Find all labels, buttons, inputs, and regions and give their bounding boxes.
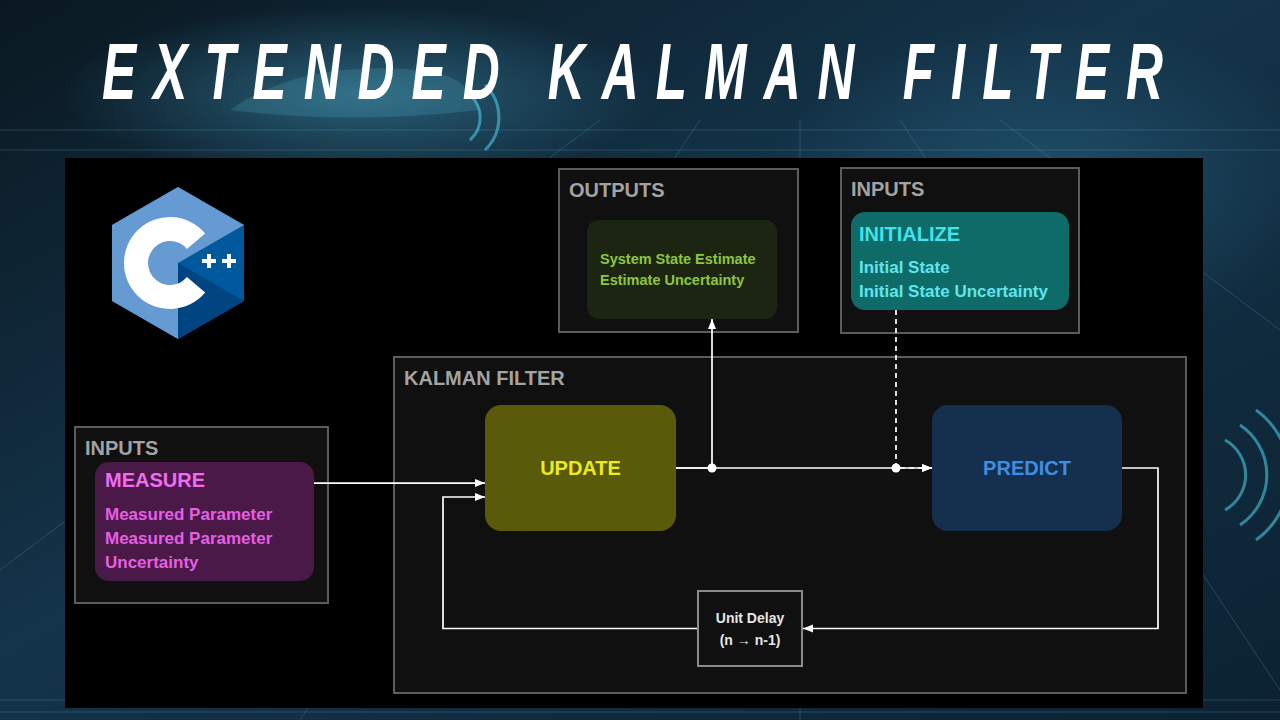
junction-dot xyxy=(892,464,901,473)
flow-arrow xyxy=(314,482,485,484)
node-text: Estimate Uncertainty xyxy=(600,270,744,291)
node-heading: INPUTS xyxy=(85,436,158,460)
logo-letter-shape xyxy=(124,217,205,309)
node-heading: INITIALIZE xyxy=(859,221,960,247)
node-heading: PREDICT xyxy=(983,455,1071,481)
flow-arrow xyxy=(803,468,1158,629)
node-heading: INPUTS xyxy=(851,177,924,201)
input-group: INPUTS INITIALIZE Initial StateInitial Sta… xyxy=(840,167,1080,334)
node-heading: UPDATE xyxy=(540,455,621,481)
input-group: INPUTS MEASURE Measured ParameterMeasured … xyxy=(74,426,329,604)
predict-box: PREDICT xyxy=(932,405,1122,531)
flow-arrow xyxy=(676,319,712,468)
logo-hexagon xyxy=(112,187,244,339)
flow-arrow xyxy=(896,310,932,468)
output-group: OUTPUTS System State EstimateEstimate Unc… xyxy=(558,168,799,333)
filter-group: KALMAN FILTER UPDATE PREDICT Unit Delay (n … xyxy=(393,356,1187,694)
junction-dot xyxy=(708,464,717,473)
logo-face xyxy=(112,187,244,339)
delay-block: Unit Delay (n → n-1) xyxy=(697,590,803,667)
flow-arrow xyxy=(443,497,697,629)
node-heading: System State Estimate xyxy=(600,249,756,270)
flow-arrow xyxy=(676,467,932,469)
node-heading: KALMAN FILTER xyxy=(404,366,565,390)
node-heading: MEASURE xyxy=(105,467,205,493)
node-heading: Unit Delay (n → n-1) xyxy=(709,607,791,651)
update-box: UPDATE xyxy=(485,405,676,531)
node-text: Initial State Uncertainty xyxy=(859,280,1048,304)
measure-box: MEASURE Measured ParameterMeasured Parame… xyxy=(95,462,314,581)
node-text: Measured Parameter Uncertainty xyxy=(105,527,304,575)
diagram-title: EXTENDED KALMAN FILTER xyxy=(102,32,1180,112)
background-grid xyxy=(0,120,1280,720)
node-text: Measured Parameter xyxy=(105,503,272,527)
logo-plus-signs xyxy=(202,254,236,268)
node-text: Initial State xyxy=(859,256,950,280)
initialize-box: INITIALIZE Initial StateInitial State Unc… xyxy=(851,212,1069,310)
output-box: System State EstimateEstimate Uncertaint… xyxy=(587,220,777,319)
node-heading: OUTPUTS xyxy=(569,178,665,202)
